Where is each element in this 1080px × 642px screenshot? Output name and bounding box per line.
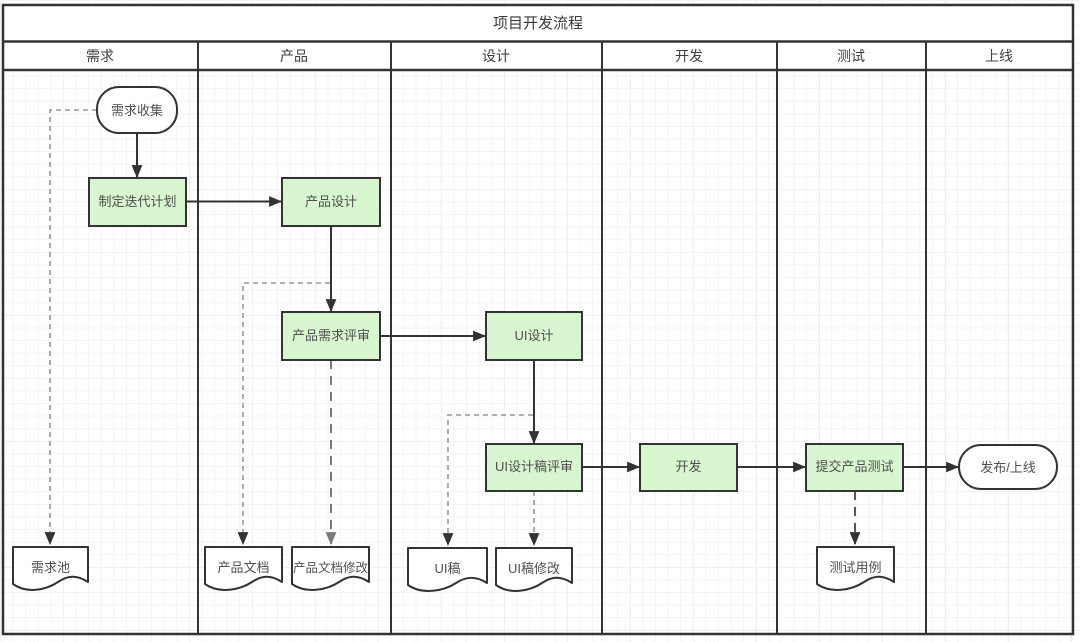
node-label: 制定迭代计划 — [98, 194, 176, 209]
lane-header-requirement: 需求 — [86, 48, 114, 64]
node-product-doc: 产品文档 — [204, 546, 283, 591]
process-shape — [639, 443, 738, 492]
edge-collect-to-reqpool — [44, 109, 97, 546]
end-terminal-shape — [958, 444, 1058, 490]
document-shape — [495, 547, 573, 592]
edge-review-to-productdoc — [237, 282, 330, 546]
title-row-bg — [3, 5, 1073, 41]
node-label: 产品文档 — [217, 560, 269, 575]
node-label: UI设计稿评审 — [495, 459, 573, 474]
node-label: 开发 — [675, 459, 701, 474]
node-develop: 开发 — [639, 443, 738, 492]
node-label: 提交产品测试 — [815, 459, 893, 474]
node-label: UI稿 — [434, 561, 460, 576]
document-shape — [407, 547, 488, 592]
process-shape — [88, 177, 187, 227]
node-ui-draft-edit: UI稿修改 — [495, 547, 573, 592]
process-shape — [485, 311, 583, 361]
node-submit-test: 提交产品测试 — [805, 443, 904, 492]
node-req-pool: 需求池 — [12, 546, 89, 591]
node-label: UI设计 — [514, 328, 553, 343]
document-shape — [204, 546, 283, 591]
edge-uireview-to-uidraft — [442, 414, 533, 547]
edges — [44, 109, 960, 547]
node-req-collect: 需求收集 — [96, 86, 178, 134]
node-label: 产品需求评审 — [292, 328, 370, 343]
lane-header-row-bg — [3, 41, 1073, 70]
process-shape — [281, 311, 381, 361]
lane-header-test: 测试 — [837, 48, 865, 64]
start-terminal-shape — [96, 86, 178, 134]
lane-header-product: 产品 — [280, 48, 308, 64]
node-label: 发布/上线 — [980, 460, 1036, 475]
node-label: 测试用例 — [829, 560, 881, 575]
node-iteration-plan: 制定迭代计划 — [88, 177, 187, 227]
nodes: 需求收集 制定迭代计划 产品设计 产品需求评审 UI设计 UI设计稿评审 开发 — [12, 86, 1058, 592]
document-shape — [816, 546, 895, 591]
node-label: 需求收集 — [111, 103, 163, 118]
node-test-case: 测试用例 — [816, 546, 895, 591]
node-product-doc-edit: 产品文档修改 — [291, 546, 370, 591]
lane-header-develop: 开发 — [675, 48, 703, 64]
node-label: 需求池 — [31, 560, 70, 575]
document-shape — [12, 546, 89, 591]
node-label: 产品文档修改 — [293, 560, 369, 575]
swimlane-frame: 项目开发流程 需求 产品 设计 开发 测试 上线 — [1, 3, 1075, 636]
frame-border — [1, 3, 1075, 636]
node-release: 发布/上线 — [958, 444, 1058, 490]
node-ui-review: UI设计稿评审 — [485, 443, 583, 492]
process-shape — [485, 443, 583, 492]
process-shape — [281, 177, 381, 227]
node-ui-design: UI设计 — [485, 311, 583, 361]
node-product-review: 产品需求评审 — [281, 311, 381, 361]
lane-header-launch: 上线 — [985, 48, 1013, 64]
node-ui-draft: UI稿 — [407, 547, 488, 592]
document-shape — [291, 546, 370, 591]
lane-header-design: 设计 — [482, 48, 510, 64]
node-product-design: 产品设计 — [281, 177, 381, 227]
diagram-title: 项目开发流程 — [493, 15, 583, 32]
node-label: UI稿修改 — [508, 561, 560, 576]
process-shape — [805, 443, 904, 492]
node-label: 产品设计 — [305, 194, 357, 209]
